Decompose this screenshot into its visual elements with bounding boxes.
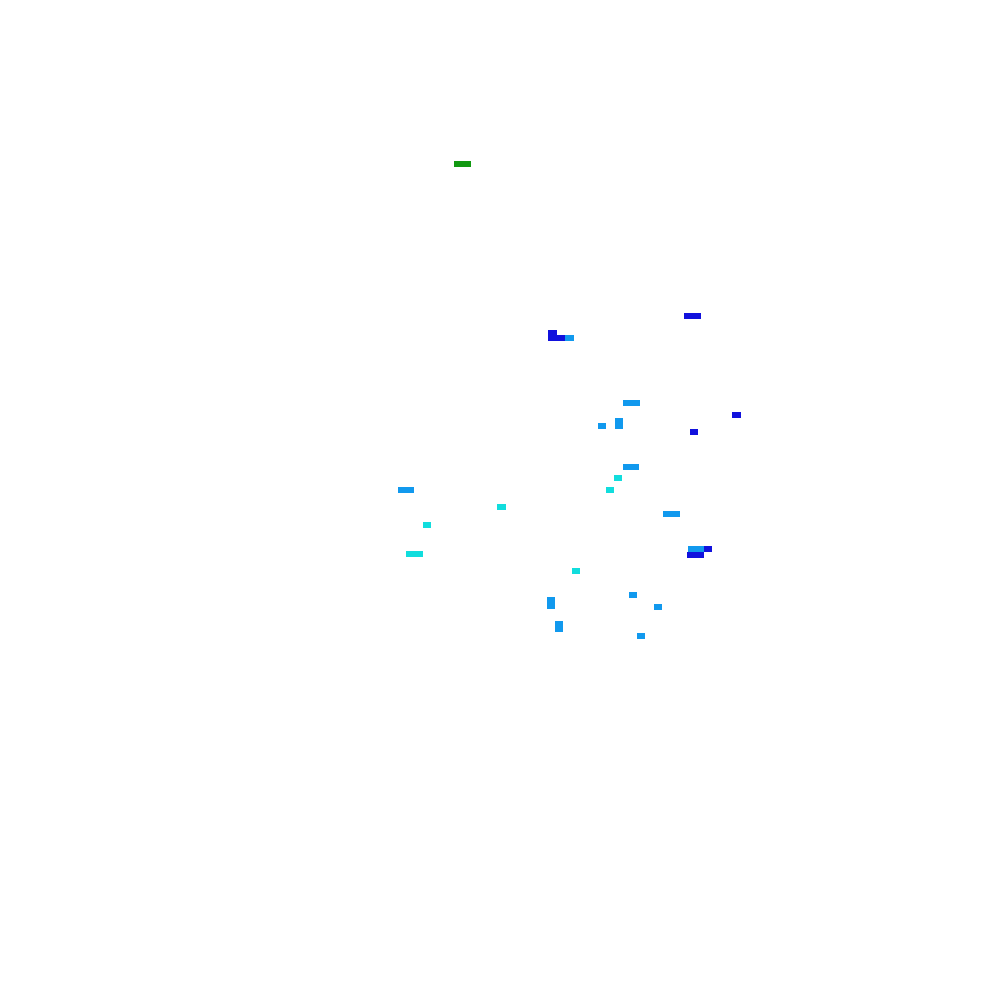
marker-cyan-15 xyxy=(497,504,506,510)
marker-sky-27 xyxy=(637,633,645,639)
marker-cyan-12 xyxy=(614,475,622,481)
marker-cyan-13 xyxy=(606,487,614,493)
marker-sky-16 xyxy=(663,511,680,517)
marker-blue-7 xyxy=(732,412,741,418)
marker-sky-9 xyxy=(598,423,606,429)
marker-cyan-21 xyxy=(406,551,423,557)
marker-sky-11 xyxy=(623,464,639,470)
marker-blue-2 xyxy=(684,313,701,319)
marker-sky-26 xyxy=(555,621,563,632)
marker-blue-10 xyxy=(690,429,698,435)
marker-green-1 xyxy=(454,161,471,167)
marker-sky-5 xyxy=(565,335,574,341)
marker-sky-24 xyxy=(547,597,555,609)
marker-sky-25 xyxy=(654,604,662,610)
marker-sky-14 xyxy=(398,487,414,493)
marker-sky-6 xyxy=(623,400,640,406)
marker-cyan-22 xyxy=(572,568,580,574)
marker-sky-28 xyxy=(615,418,623,424)
marker-blue-20 xyxy=(687,552,704,558)
marker-blue-3 xyxy=(548,330,557,336)
marker-sky-23 xyxy=(629,592,637,598)
marker-cyan-17 xyxy=(423,522,431,528)
marker-sky-18 xyxy=(688,546,704,552)
marker-blue-19 xyxy=(704,546,712,552)
marker-blue-4 xyxy=(548,335,565,341)
